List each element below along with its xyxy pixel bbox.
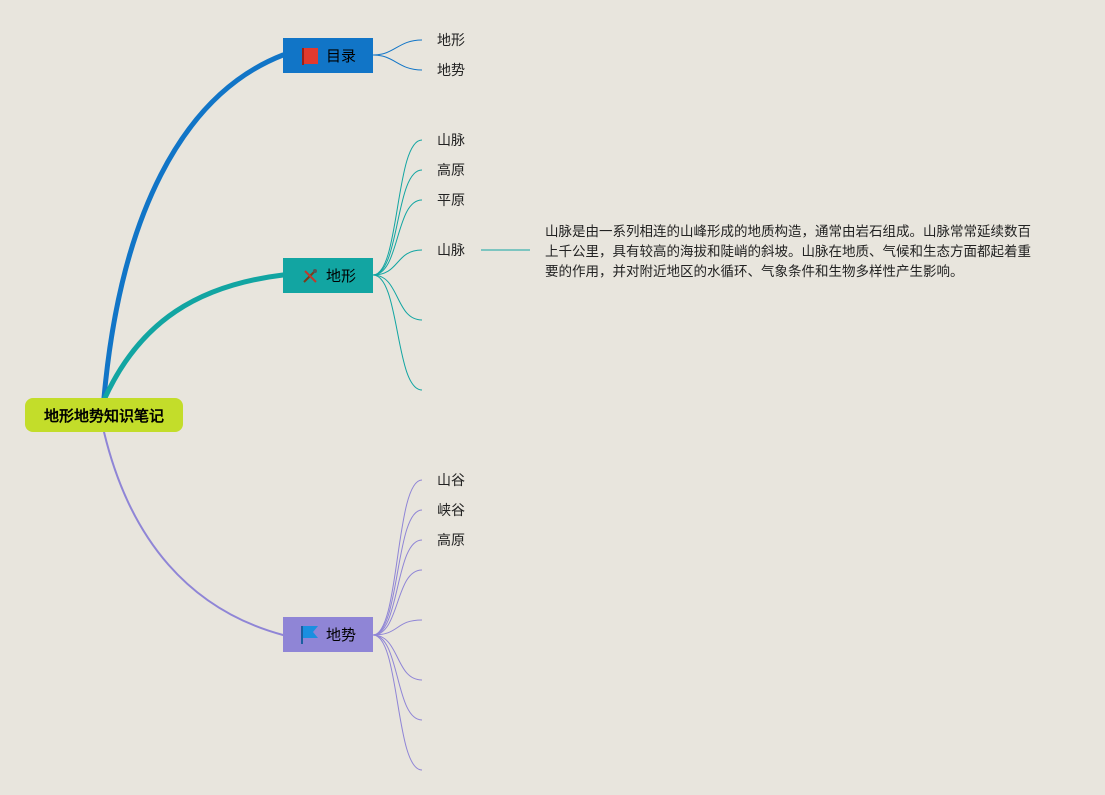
catalog-child-2[interactable]: 地势 — [437, 63, 465, 79]
branch-topic-relief[interactable]: 地势 — [283, 617, 373, 652]
relief-child-2[interactable]: 峡谷 — [437, 503, 465, 519]
terrain-child-1[interactable]: 山脉 — [437, 133, 465, 149]
branch-topic-catalog[interactable]: 目录 — [283, 38, 373, 73]
terrain-child-3[interactable]: 平原 — [437, 193, 465, 209]
root-topic-label: 地形地势知识笔记 — [43, 406, 164, 425]
relief-child-3[interactable]: 高原 — [437, 533, 465, 549]
relief-child-connectors — [372, 479, 423, 771]
terrain-child-connectors — [372, 139, 530, 391]
terrain-child-4[interactable]: 山脉 — [437, 243, 465, 259]
branch-label-relief: 地势 — [325, 626, 356, 644]
branch-label-catalog: 目录 — [325, 47, 356, 65]
red-flag-icon — [300, 46, 320, 66]
catalog-child-1[interactable]: 地形 — [437, 33, 465, 49]
branch-label-terrain: 地形 — [325, 267, 356, 285]
topic-note-text: 山脉是由一系列相连的山峰形成的地质构造，通常由岩石组成。山脉常常延续数百上千公里… — [545, 224, 1031, 280]
connector-root-terrain — [101, 272, 286, 403]
connector-root-catalog — [101, 52, 286, 401]
root-topic[interactable]: 地形地势知识笔记 — [25, 398, 183, 432]
branch-topic-terrain[interactable]: 地形 — [283, 258, 373, 293]
blue-flag-icon — [300, 625, 320, 645]
terrain-child-2[interactable]: 高原 — [437, 163, 465, 179]
tools-icon — [300, 266, 320, 286]
connector-root-relief — [103, 431, 284, 636]
catalog-child-connectors — [372, 39, 423, 71]
relief-child-1[interactable]: 山谷 — [437, 473, 465, 489]
